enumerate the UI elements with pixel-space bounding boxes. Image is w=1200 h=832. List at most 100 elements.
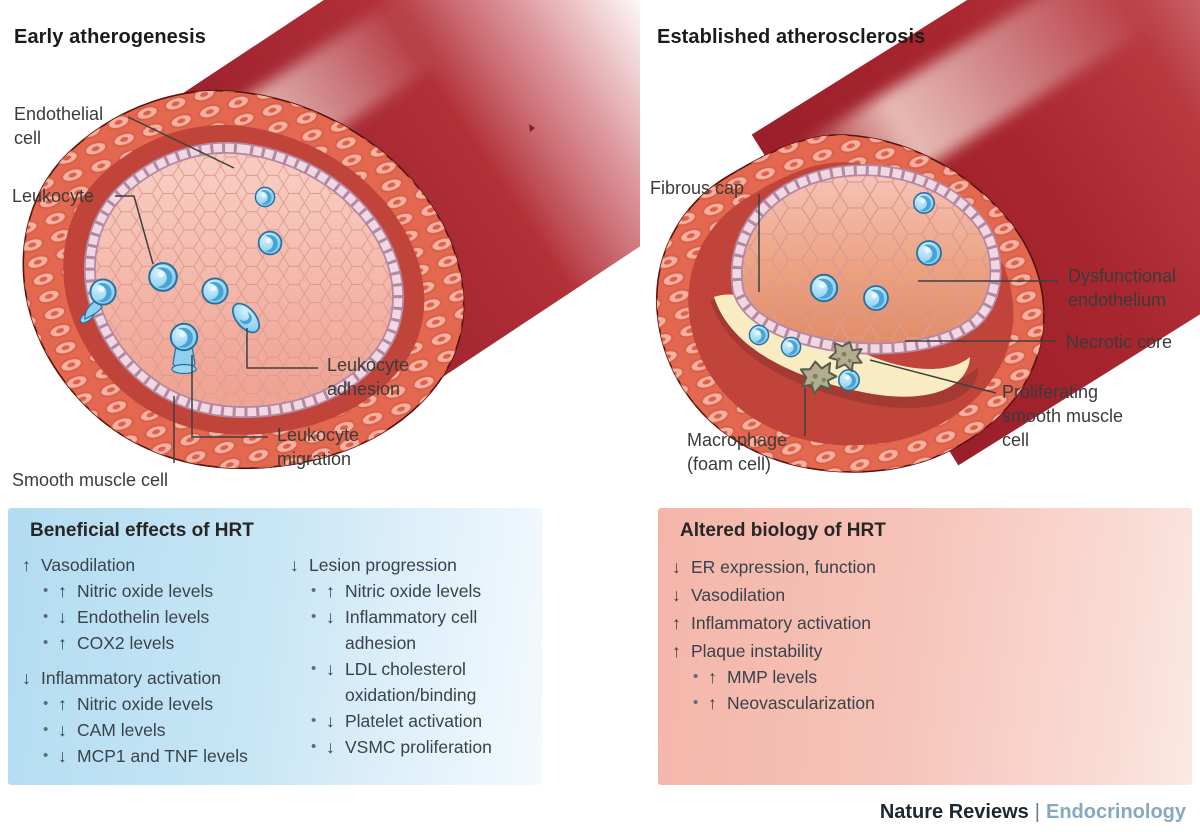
trend-arrow: ↓ [672, 585, 681, 605]
hrt-item: ↑Vasodilation [22, 552, 290, 578]
bullet-dot: • [311, 712, 317, 729]
endothelium-ring [732, 165, 1000, 353]
item-text: MMP levels [727, 667, 818, 687]
item-text: Plaque instability [691, 641, 823, 661]
label-lines [115, 116, 318, 463]
hrt-subitem: •↓CAM levels [22, 717, 290, 743]
hrt-subitem: •↓Inflammatory cell adhesion [290, 604, 528, 656]
item-text: Platelet activation [345, 711, 483, 731]
leukocyte [916, 240, 942, 266]
item-text: Nitric oxide levels [77, 581, 214, 601]
established-panel-title: Established atherosclerosis [657, 26, 926, 48]
item-text: Inflammatory activation [691, 613, 871, 633]
proliferating-label-line [869, 359, 997, 394]
proliferating-smc-label: Proliferating smooth muscle cell [1002, 382, 1124, 450]
bullet-dot: • [311, 608, 317, 625]
leukocyte [809, 273, 839, 303]
trend-arrow: ↓ [290, 555, 299, 575]
adhesion-label-line [246, 328, 318, 369]
trend-arrow: ↑ [58, 694, 67, 714]
brand-name: Nature Reviews [879, 801, 1029, 823]
necrotic-core-label: Necrotic core [1066, 332, 1173, 352]
beneficial-list-col1: ↑Vasodilation•↑Nitric oxide levels•↓Endo… [22, 552, 290, 769]
hrt-subitem: • ↑ Nitric oxide levels [22, 578, 290, 604]
bullet-dot: • [43, 721, 49, 738]
item-text: Nitric oxide levels [77, 694, 214, 714]
item-text: Nitric oxide levels [345, 581, 482, 601]
beneficial-box-title: Beneficial effects of HRT [30, 520, 254, 541]
journal-name: Endocrinology [1046, 801, 1186, 823]
item-text: Vasodilation [691, 585, 786, 605]
hrt-subitem: •↑COX2 levels [22, 630, 290, 656]
hrt-item: ↓ ER expression, function [672, 554, 876, 580]
hrt-subitem: • ↓ Platelet activation [290, 708, 528, 734]
trend-arrow: ↑ [22, 555, 31, 575]
bullet-dot: • [43, 608, 49, 625]
trend-arrow: ↓ [672, 557, 681, 577]
hrt-subitem: • ↑ Neovascularization [672, 690, 876, 716]
leukocyte [254, 186, 276, 208]
hrt-subitem: •↓LDL cholesterol oxidation/binding [290, 656, 528, 708]
hrt-item: ↓ Vasodilation [672, 582, 876, 608]
fibrous-cap-label: Fibrous cap [650, 178, 745, 198]
item-text: Endothelin levels [77, 607, 210, 627]
migration-label-line [191, 355, 268, 438]
bullet-dot: • [693, 668, 699, 685]
altered-list: ↓ ER expression, function ↓ Vasodilation ↑ In… [672, 552, 876, 716]
established-artery-illustration [655, 0, 1200, 473]
stray-mark [529, 124, 535, 132]
trend-arrow: ↓ [326, 737, 335, 757]
leukocyte [913, 192, 935, 214]
bullet-dot: • [311, 660, 317, 677]
leukocytes [79, 186, 283, 375]
bullet-dot: • [311, 582, 317, 599]
bullet-dot: • [693, 694, 699, 711]
trend-arrow: ↓ [58, 746, 67, 766]
hrt-item: ↓ Lesion progression [290, 552, 528, 578]
leukocyte [780, 336, 802, 358]
dysfunctional-endothelium-label: Dysfunctional endothelium [1068, 266, 1177, 310]
leukocyte-migration-label: Leukocyte migration [277, 425, 360, 469]
item-text: VSMC proliferation [345, 737, 492, 757]
trend-arrow: ↑ [708, 667, 717, 687]
bullet-dot: • [43, 582, 49, 599]
adhering-leukocyte [232, 302, 260, 334]
trend-arrow: ↓ [58, 720, 67, 740]
leukocyte-label-line [115, 195, 154, 265]
leukocyte [838, 369, 860, 391]
altered-biology-box: Altered biology of HRT ↓ER expression, f… [658, 508, 1192, 785]
early-artery-illustration [22, 0, 640, 470]
item-text: Lesion progression [309, 555, 457, 575]
migrating-leukocyte [169, 322, 199, 375]
item-text: Inflammatory activation [41, 668, 221, 688]
trend-arrow: ↑ [708, 693, 717, 713]
label-lines [758, 194, 1058, 436]
trend-arrow: ↑ [672, 641, 681, 661]
item-text: MCP1 and TNF levels [77, 746, 248, 766]
brand-separator: | [1034, 801, 1040, 823]
lumen-texture [736, 170, 996, 349]
hrt-subitem: • ↓ VSMC proliferation [290, 734, 528, 760]
hrt-subitem: •↑Nitric oxide levels [290, 578, 528, 604]
endothelial-cell-label: Endothelial cell [14, 104, 104, 148]
trend-arrow: ↑ [672, 613, 681, 633]
bullet-dot: • [43, 634, 49, 651]
leukocyte [148, 262, 178, 292]
macrophage-label: Macrophage (foam cell) [687, 430, 788, 474]
beneficial-list-col2: ↓ Lesion progression •↑Nitric oxide levels… [290, 552, 528, 769]
trend-arrow: ↓ [326, 711, 335, 731]
bullet-dot: • [311, 738, 317, 755]
hrt-item: ↓Inflammatory activation [22, 665, 290, 691]
transmigrating-leukocyte-left [79, 278, 117, 324]
journal-brand: Nature Reviews| Endocrinology [880, 801, 1186, 824]
leukocyte-adhesion-label: Leukocyte adhesion [327, 355, 410, 399]
item-text: ER expression, function [691, 557, 876, 577]
trend-arrow: ↑ [58, 581, 67, 601]
item-text: Neovascularization [727, 693, 875, 713]
early-panel-title: Early atherogenesis [14, 26, 206, 48]
leukocyte [863, 285, 889, 311]
hrt-subitem: • ↑ MMP levels [672, 664, 876, 690]
hrt-subitem: •↓Endothelin levels [22, 604, 290, 630]
hrt-item: ↑ Plaque instability [672, 638, 876, 664]
leukocyte-label: Leukocyte [12, 186, 95, 206]
